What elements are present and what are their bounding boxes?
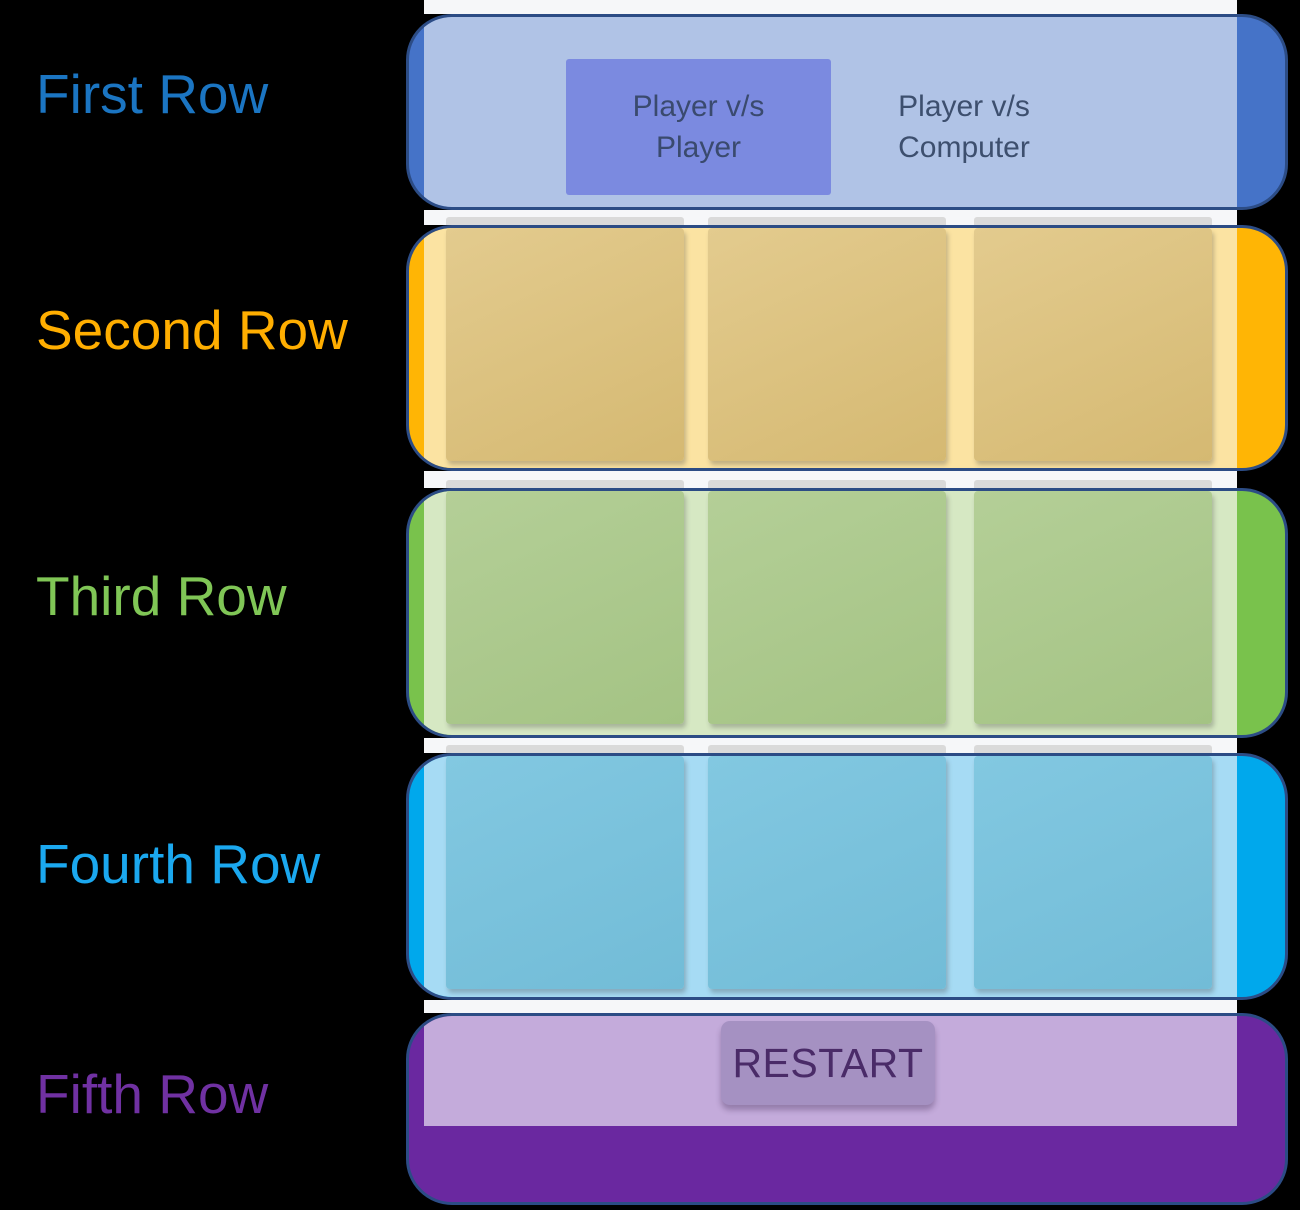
board-cell[interactable] [708,756,946,989]
tab-player-vs-computer[interactable]: Player v/s Computer [848,59,1080,195]
cell-top-peek [446,480,684,488]
fifth-row-highlight: RESTART [406,1013,1288,1205]
third-row-highlight [406,488,1288,738]
label-fifth-row: Fifth Row [36,1063,269,1125]
board-cell[interactable] [708,491,946,724]
board-row-bottom [424,756,1237,997]
cell-top-peek [708,745,946,753]
board-cell[interactable] [446,491,684,724]
board-cell[interactable] [446,756,684,989]
board-cell[interactable] [446,228,684,461]
cell-top-peek [708,217,946,225]
label-third-row: Third Row [36,565,287,627]
fourth-row-highlight [406,753,1288,1000]
tab-player-vs-computer-line2: Computer [898,131,1030,164]
board-row-top [424,228,1237,468]
cell-top-peek [974,217,1212,225]
restart-button[interactable]: RESTART [721,1021,935,1105]
label-first-row: First Row [36,63,269,125]
mode-tab-bar: Player v/s Player Player v/s Computer [424,17,1237,207]
board-row-middle [424,491,1237,735]
label-fourth-row: Fourth Row [36,833,321,895]
cell-top-peek [974,745,1212,753]
cell-top-peek [446,745,684,753]
app-background-strip [424,1000,1237,1013]
board-cell[interactable] [974,228,1212,461]
tab-player-vs-player-line1: Player v/s [632,90,765,123]
board-cell[interactable] [974,756,1212,989]
tab-player-vs-player[interactable]: Player v/s Player [566,59,831,195]
cell-top-peek [708,480,946,488]
first-row-highlight: Player v/s Player Player v/s Computer [406,14,1288,210]
board-cell[interactable] [708,228,946,461]
label-second-row: Second Row [36,299,348,361]
second-row-highlight [406,225,1288,471]
restart-bar: RESTART [424,1016,1237,1126]
cell-top-peek [446,217,684,225]
board-cell[interactable] [974,491,1212,724]
app-background-strip [424,0,1237,14]
tab-player-vs-player-line2: Player [655,131,742,164]
cell-top-peek [974,480,1212,488]
tab-player-vs-computer-line1: Player v/s [898,90,1030,123]
